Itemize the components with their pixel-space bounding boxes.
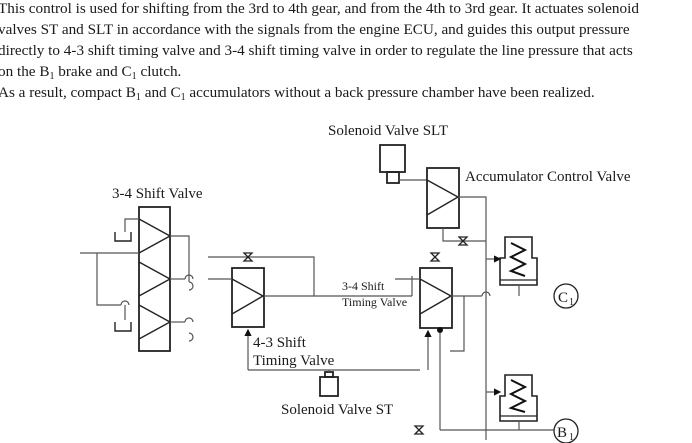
spring-icon xyxy=(508,379,528,413)
c1-letter: C xyxy=(558,290,568,306)
b1-accumulator xyxy=(486,374,538,430)
text-fragment: and C xyxy=(140,84,181,101)
timing-valve-43-label-1: 4-3 Shift xyxy=(253,335,307,351)
solenoid-st-label: Solenoid Valve ST xyxy=(281,402,393,418)
text-fragment: on the B xyxy=(0,63,50,80)
orifice-icon xyxy=(414,425,424,435)
paragraph-line: valves ST and SLT in accordance with the… xyxy=(0,21,630,38)
timing-valve-34-label-2: Timing Valve xyxy=(342,295,407,309)
accumulator-control-valve-label: Accumulator Control Valve xyxy=(465,169,631,185)
subscript: 1 xyxy=(49,71,55,82)
b1-letter: B xyxy=(557,425,567,441)
paragraph-line: directly to 4-3 shift timing valve and 3… xyxy=(0,42,633,59)
text-fragment: brake and C xyxy=(54,63,132,80)
b1-subscript: 1 xyxy=(569,432,574,443)
result-paragraph: As a result, compact B1 and C1 accumulat… xyxy=(0,82,692,103)
c1-accumulator xyxy=(486,236,538,296)
b1-brake: B 1 xyxy=(553,418,579,443)
description-paragraph: This control is used for shifting from t… xyxy=(0,0,692,82)
solenoid-valve-st xyxy=(319,370,339,397)
text-fragment: As a result, compact B xyxy=(0,84,136,101)
c1-subscript: 1 xyxy=(569,297,574,308)
solenoid-valve-slt xyxy=(379,144,427,184)
paragraph-line: on the B1 brake and C1 clutch. xyxy=(0,61,692,82)
subscript: 1 xyxy=(131,71,137,82)
timing-valve-43-label-2: Timing Valve xyxy=(253,353,335,369)
shift-timing-valve-34 xyxy=(395,252,491,430)
subscript: 1 xyxy=(135,92,141,103)
pilot-dot-icon xyxy=(437,327,443,333)
shift-valve-34 xyxy=(80,206,194,352)
text-fragment: clutch. xyxy=(136,63,182,80)
shift-valve-34-label: 3-4 Shift Valve xyxy=(112,186,203,202)
timing-valve-34-label-1: 3-4 Shift xyxy=(342,279,385,293)
subscript: 1 xyxy=(180,92,186,103)
orifice-icon xyxy=(430,252,440,262)
paragraph-line: This control is used for shifting from t… xyxy=(0,0,639,17)
text-fragment: accumulators without a back pressure cha… xyxy=(185,84,595,101)
drain-icon xyxy=(114,232,132,242)
c1-clutch: C 1 xyxy=(553,283,579,309)
paragraph-line: As a result, compact B1 and C1 accumulat… xyxy=(0,82,692,103)
drain-icon xyxy=(114,322,132,332)
solenoid-slt-label: Solenoid Valve SLT xyxy=(328,123,448,139)
accumulator-control-valve xyxy=(426,167,487,440)
shift-timing-valve-43 xyxy=(208,252,420,371)
spring-icon xyxy=(508,242,528,277)
